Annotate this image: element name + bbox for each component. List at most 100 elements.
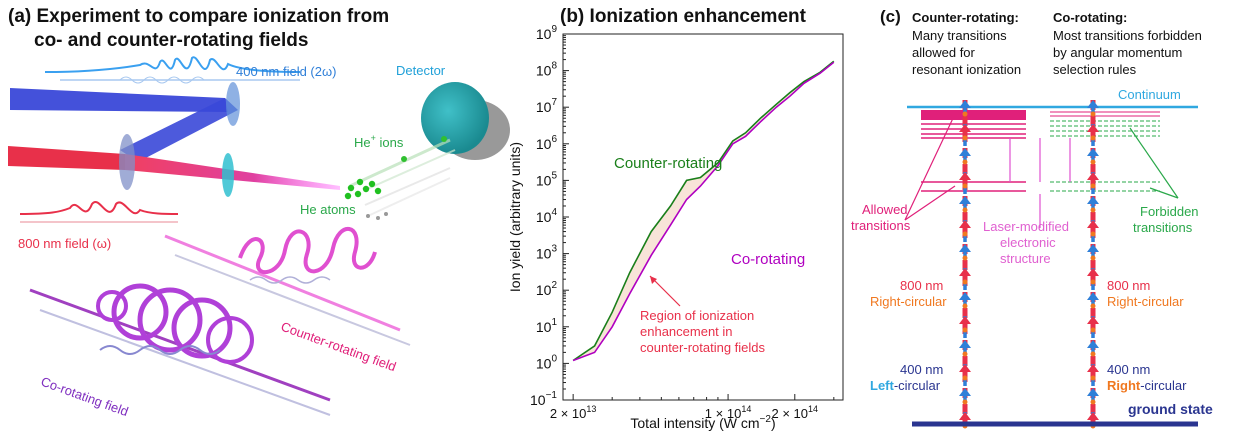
photon-ladders [959, 100, 1099, 429]
right-400-pol: Right-circular [1107, 378, 1187, 393]
label-co-rotating-field: Co-rotating field [39, 374, 130, 419]
photon-dot [1090, 111, 1096, 117]
photon-arrowhead [1087, 292, 1099, 300]
focusing-lens [222, 153, 234, 197]
y-tick-label: 102 [536, 280, 558, 298]
panel-a: (a) Experiment to compare ionization fro… [8, 6, 510, 419]
panel-a-title-line1: (a) Experiment to compare ionization fro… [8, 6, 389, 27]
photon-dot [962, 351, 968, 357]
photon-dot [1090, 135, 1096, 141]
y-tick-label: 104 [536, 207, 558, 225]
blue-beam-reflected [120, 98, 238, 162]
y-tick-label: 109 [536, 24, 558, 42]
y-tick-label: 101 [536, 317, 558, 335]
co-desc-3: selection rules [1053, 62, 1137, 77]
series-line-counter-rotating [572, 60, 835, 362]
photon-dot [962, 183, 968, 189]
y-tick-label: 106 [536, 134, 558, 152]
allowed-arrow-1 [904, 113, 956, 221]
forbidden-arrow-1 [1129, 127, 1179, 199]
panel-b: (b) Ionization enhancement 10−1 100 101 102… [507, 6, 844, 431]
photon-dot [962, 207, 968, 213]
photon-arrowhead [1087, 244, 1099, 252]
counter-rotating-field [164, 227, 411, 346]
y-tick-label: 100 [536, 353, 558, 371]
combiner-mirror [119, 134, 135, 190]
y-tick-label: 105 [536, 170, 558, 188]
left-800-pol: Right-circular [870, 294, 947, 309]
photon-dot [1090, 375, 1096, 381]
label-he-ions: He+ ions [354, 133, 404, 150]
photon-dot [1090, 255, 1096, 261]
x-tick-label: 2 × 1013 [550, 404, 597, 421]
red-beam [8, 146, 125, 170]
photon-arrowhead [959, 388, 971, 396]
photon-dot [962, 135, 968, 141]
annotation-line3: counter-rotating fields [640, 340, 766, 355]
photon-arrowhead [959, 100, 971, 108]
photon-dot [962, 303, 968, 309]
photon-arrowhead [959, 268, 971, 276]
photon-arrowhead [1087, 340, 1099, 348]
co-desc-2: by angular momentum [1053, 45, 1182, 60]
counter-title: Counter-rotating: [912, 10, 1019, 25]
photon-arrowhead [959, 340, 971, 348]
photon-arrowhead [959, 292, 971, 300]
photon-arrowhead [1087, 268, 1099, 276]
photon-dot [1090, 279, 1096, 285]
detector [421, 82, 510, 160]
photon-arrowhead [1087, 100, 1099, 108]
photon-arrowhead [1087, 316, 1099, 324]
photon-arrowhead [1087, 364, 1099, 372]
photon-arrowhead [959, 148, 971, 156]
laser-label-1: Laser-modified [983, 219, 1069, 234]
photon-arrowhead [1087, 124, 1099, 132]
counter-desc-1: Many transitions [912, 28, 1007, 43]
photon-dot [1090, 207, 1096, 213]
label-detector: Detector [396, 63, 446, 78]
y-tick-label: 107 [536, 97, 558, 115]
photon-arrowhead [1087, 220, 1099, 228]
photon-arrowhead [959, 124, 971, 132]
photon-arrowhead [959, 172, 971, 180]
photon-dot [962, 375, 968, 381]
forbidden-label-2: transitions [1133, 220, 1193, 235]
photon-arrowhead [959, 244, 971, 252]
panel-c-label: (c) [880, 7, 901, 26]
laser-modified-arrows [1009, 138, 1071, 228]
label-800nm-field: 800 nm field (ω) [18, 236, 111, 251]
photon-arrowhead [959, 220, 971, 228]
panel-b-title: (b) Ionization enhancement [560, 6, 807, 27]
photon-dot [1090, 159, 1096, 165]
x-axis-label: Total intensity (W cm−2) [630, 414, 775, 431]
wave-800nm [19, 201, 179, 223]
photon-dot [962, 399, 968, 405]
annotation-line2: enhancement in [640, 324, 733, 339]
allowed-label-1: Allowed [862, 202, 908, 217]
photon-dot [1090, 183, 1096, 189]
photon-dot [1090, 327, 1096, 333]
chart-series [572, 60, 835, 362]
forbidden-levels [1050, 111, 1160, 192]
y-tick-label: 10−1 [530, 390, 557, 408]
photon-arrowhead [959, 196, 971, 204]
y-tick-label: 108 [536, 61, 558, 79]
allowed-arrow-2 [904, 185, 956, 221]
annotation-arrowhead [650, 276, 657, 284]
photon-arrowhead [1087, 196, 1099, 204]
counter-desc-3: resonant ionization [912, 62, 1021, 77]
photon-dot [962, 159, 968, 165]
photon-arrowhead [959, 364, 971, 372]
forbidden-arrow-2 [1149, 187, 1179, 199]
laser-label-3: structure [1000, 251, 1051, 266]
photon-dot [962, 255, 968, 261]
he-particles [344, 136, 456, 220]
photon-arrowhead [1087, 412, 1099, 420]
co-desc-1: Most transitions forbidden [1053, 28, 1202, 43]
photon-dot [962, 231, 968, 237]
co-rotating-field [29, 283, 331, 416]
photon-dot [962, 279, 968, 285]
